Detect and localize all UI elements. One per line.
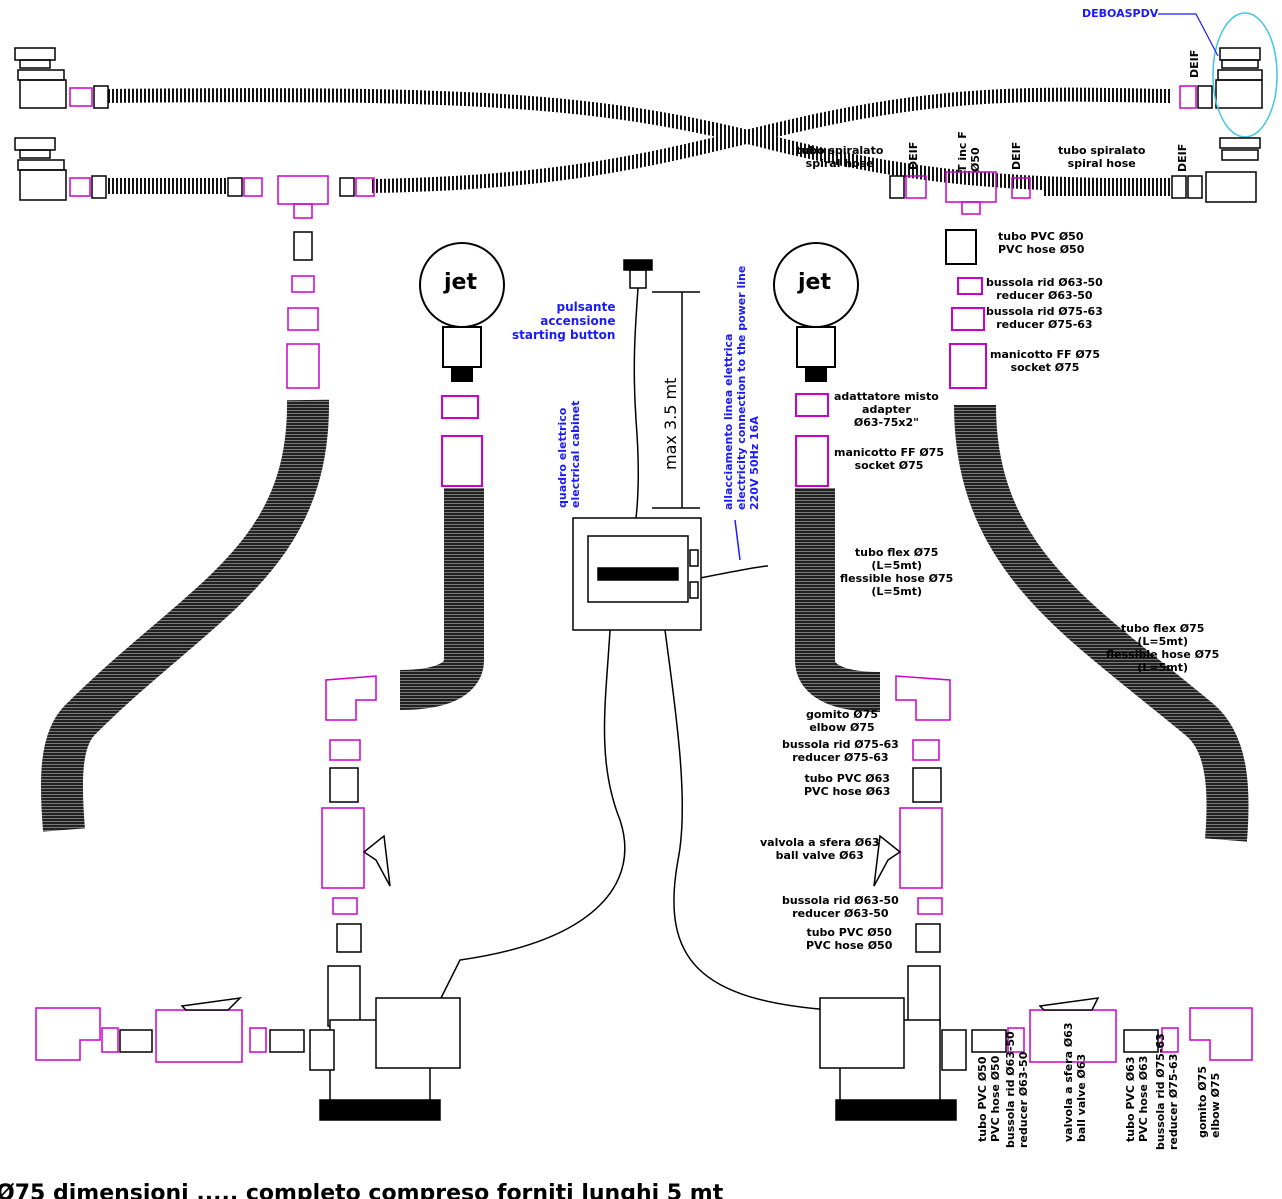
deif-label-2: DEIF — [907, 141, 920, 170]
left-lower-stack — [321, 675, 391, 953]
electrical-cabinet — [572, 517, 702, 631]
jet-label-left: jet — [444, 270, 477, 295]
pumps — [309, 965, 967, 1121]
top-right-code: DEBOASPDV — [1082, 7, 1159, 20]
deif-label-1: DEIF — [1188, 49, 1201, 78]
deboas-leader — [1158, 13, 1219, 57]
bottom-note: Ø75 dimensioni ..... completo compreso f… — [0, 1181, 724, 1199]
jet-label-right: jet — [798, 270, 831, 295]
flex-hose-label-1: tubo flex Ø75(L=5mt)flessible hose Ø75(L… — [840, 546, 954, 598]
right-lower-stack — [873, 675, 951, 953]
top-left-fittings — [14, 47, 375, 219]
bottom-runs — [35, 996, 1253, 1063]
cables — [439, 259, 831, 1011]
left-stack — [286, 231, 320, 389]
max-length-label: max 3.5 mt — [661, 377, 680, 470]
jets — [419, 229, 987, 487]
top-right-fittings — [889, 12, 1278, 215]
flex-hose-label-2: tubo flex Ø75(L=5mt)flessible hose Ø75(L… — [1106, 622, 1220, 674]
deif-label-4: DEIF — [1176, 143, 1189, 172]
flex-hoses — [40, 399, 1249, 842]
spiral-hoses — [107, 87, 1173, 193]
deif-label-3: DEIF — [1010, 141, 1023, 170]
